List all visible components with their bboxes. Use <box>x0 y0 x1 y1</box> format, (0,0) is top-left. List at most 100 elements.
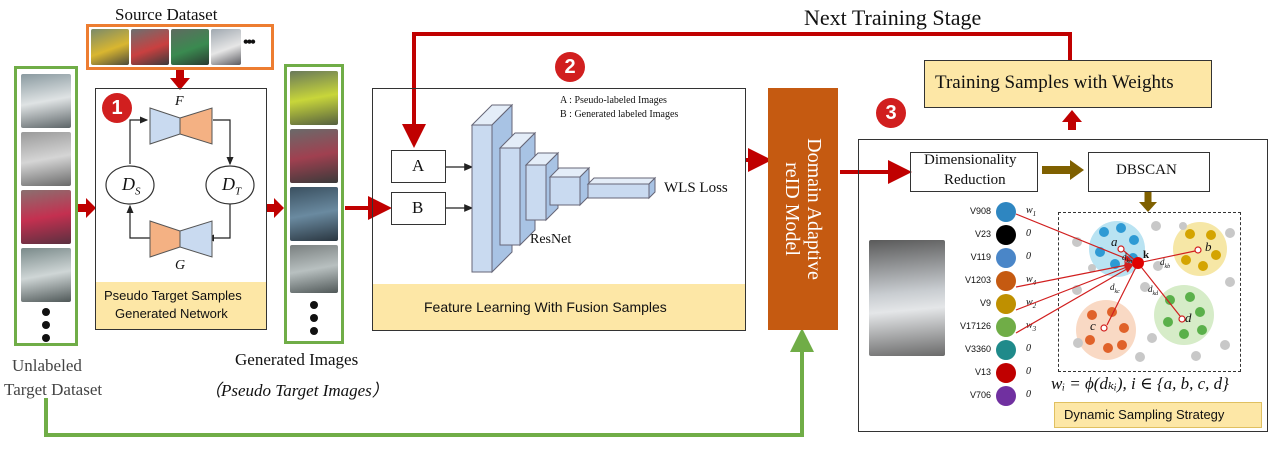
legend-b: B : Generated labeled Images <box>560 109 679 120</box>
id-label: V3360 <box>964 344 991 354</box>
feature-caption-band <box>373 284 745 330</box>
source-dataset-box <box>86 24 274 70</box>
dim-reduction-box <box>910 152 1038 192</box>
sampling-box <box>858 139 1268 432</box>
generator-box <box>95 88 267 330</box>
dbscan-box <box>1088 152 1210 192</box>
unlabeled-to-model-green-loop <box>44 328 814 437</box>
source-car-image <box>91 29 129 65</box>
distance-ka-label: dka <box>1122 252 1133 265</box>
id-color-dot <box>996 271 1016 291</box>
generator-g-label: G <box>175 258 186 273</box>
sampling-caption-band <box>1054 402 1262 428</box>
query-car-image <box>869 240 945 356</box>
feature-learning-box <box>372 88 746 331</box>
id-color-dot <box>996 248 1016 268</box>
generated-car-image <box>290 245 338 293</box>
resnet-label: ResNet <box>530 232 572 247</box>
id-color-dot <box>996 363 1016 383</box>
dim-reduction-line1: Dimensionality <box>924 152 1017 168</box>
id-label: V23 <box>974 229 991 239</box>
source-car-image <box>211 29 241 65</box>
distance-kd-label: dkd <box>1148 284 1159 297</box>
source-car-image <box>131 29 169 65</box>
generated-car-image <box>290 71 338 125</box>
center-k-label: k <box>1143 249 1150 261</box>
sampling-caption: Dynamic Sampling Strategy <box>1064 407 1225 422</box>
generated-images-box <box>284 64 344 344</box>
input-b-label: B <box>412 198 424 217</box>
target-car-image <box>21 132 71 186</box>
next-stage-loop-arrow <box>402 32 1072 148</box>
discriminator-source-label: DS <box>122 174 141 198</box>
distance-kb-label: dkb <box>1160 257 1171 270</box>
id-color-dot <box>996 294 1016 314</box>
id-color-dot <box>996 225 1016 245</box>
unlabeled-target-box <box>14 66 78 346</box>
training-samples-label: Training Samples with Weights <box>935 72 1174 93</box>
source-dataset-label: Source Dataset <box>115 5 218 24</box>
id-label: V13 <box>974 367 991 377</box>
unlabeled-label-line1: Unlabeled <box>12 356 82 375</box>
id-label: V1203 <box>964 275 991 285</box>
unlabeled-label-line2: Target Dataset <box>4 380 103 399</box>
target-car-image <box>21 190 71 244</box>
weight-formula: wᵢ = ϕ(dₖᵢ), i ∈ {a, b, c, d} <box>1051 374 1229 393</box>
distance-kc-label: dkc <box>1110 282 1120 295</box>
next-training-stage-label: Next Training Stage <box>804 5 982 30</box>
id-weight-value: 0 <box>1026 343 1031 354</box>
generator-caption-line2: Generated Network <box>115 306 228 321</box>
generated-images-label-line2: （Pseudo Target Images） <box>204 381 389 400</box>
id-color-dot <box>996 317 1016 337</box>
reid-model-block[interactable] <box>768 88 838 330</box>
generator-f-label: F <box>175 94 184 109</box>
generated-car-image <box>290 129 338 183</box>
generated-car-image <box>290 187 338 241</box>
sampling-badge: 3 <box>876 98 906 128</box>
id-weight-value: w2 <box>1026 297 1037 310</box>
cluster-a-label: a <box>1111 234 1118 249</box>
input-a-box <box>391 150 446 183</box>
wls-loss-label: WLS Loss <box>664 180 728 196</box>
target-car-image <box>21 248 71 302</box>
id-color-dot <box>996 202 1016 222</box>
id-label: V706 <box>969 390 991 400</box>
id-weight-value: w1 <box>1026 205 1037 218</box>
dbscan-label: DBSCAN <box>1116 162 1177 178</box>
id-label: V908 <box>969 206 991 216</box>
target-car-image <box>21 74 71 128</box>
source-car-image <box>171 29 209 65</box>
generator-caption-line1: Pseudo Target Samples <box>104 288 242 303</box>
id-weight-value: 0 <box>1026 228 1031 239</box>
generator-caption-band <box>96 282 266 329</box>
id-weight-value: 0 <box>1026 366 1031 377</box>
id-color-dot <box>996 386 1016 406</box>
cluster-d-label: d <box>1185 310 1192 325</box>
discriminator-target-label: DT <box>222 174 242 198</box>
id-label: V17126 <box>959 321 991 331</box>
generated-images-label-line1: Generated Images <box>235 350 359 369</box>
id-label: V9 <box>979 298 991 308</box>
cluster-area <box>1058 212 1241 372</box>
source-ellipsis: ••• <box>243 34 256 51</box>
id-color-dot <box>996 340 1016 360</box>
generator-badge: 1 <box>102 93 132 123</box>
training-samples-box <box>924 60 1212 108</box>
id-label: V119 <box>970 252 991 262</box>
feature-caption: Feature Learning With Fusion Samples <box>424 299 667 315</box>
input-a-label: A <box>412 156 425 175</box>
dim-reduction-line2: Reduction <box>944 172 1006 188</box>
feature-learning-badge: 2 <box>555 52 585 82</box>
id-weight-value: 0 <box>1026 251 1031 262</box>
cluster-b-label: b <box>1205 239 1212 254</box>
input-b-box <box>391 192 446 225</box>
id-weight-value: 0 <box>1026 389 1031 400</box>
legend-a: A : Pseudo-labeled Images <box>560 95 667 106</box>
cluster-c-label: c <box>1090 318 1096 333</box>
